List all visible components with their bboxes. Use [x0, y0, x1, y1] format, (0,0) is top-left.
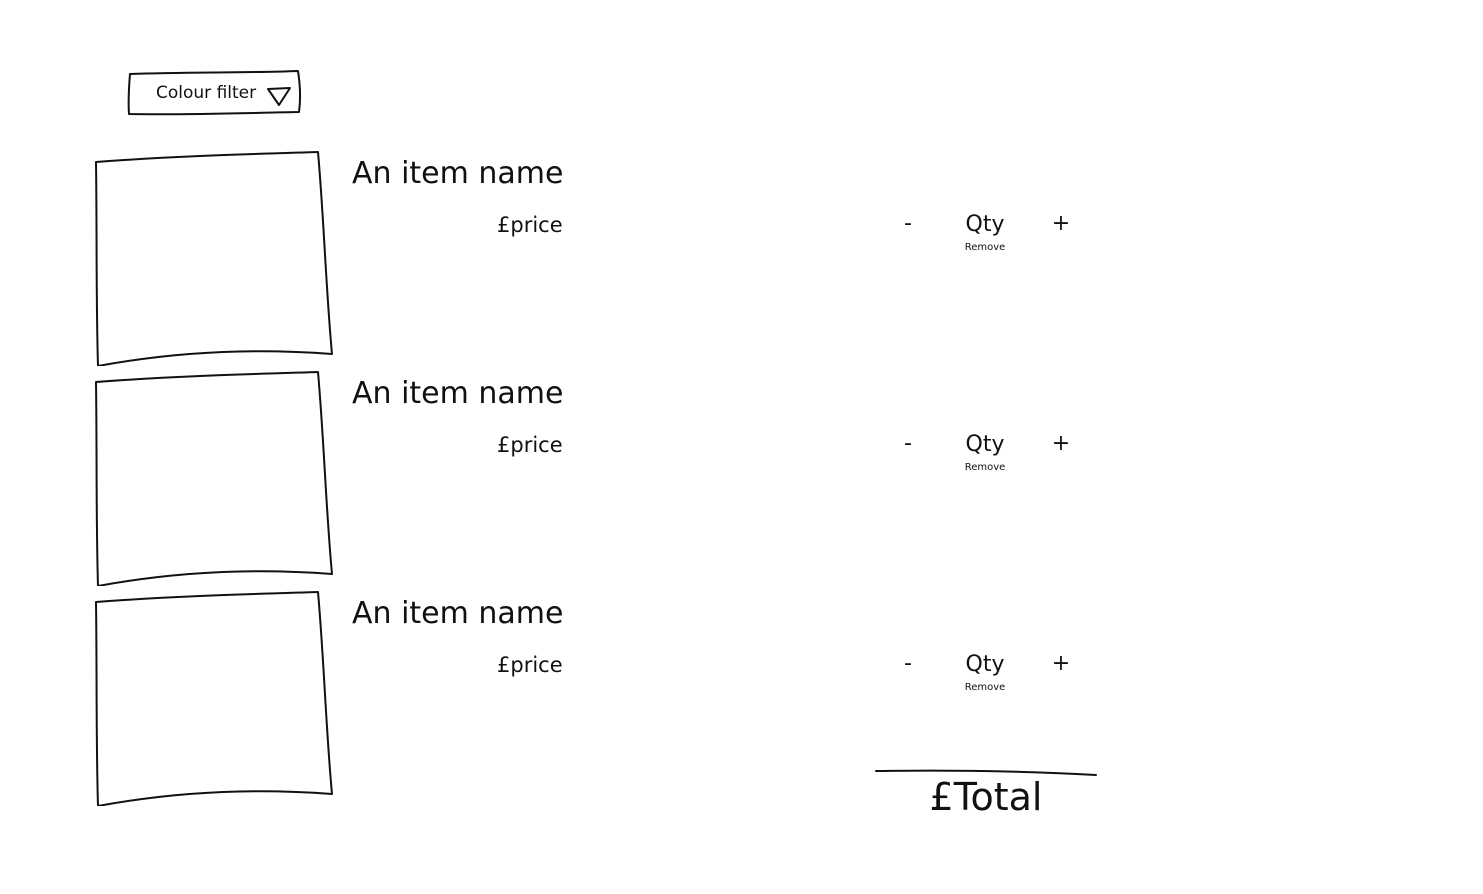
- item-image-placeholder: [95, 371, 333, 586]
- remove-item-link[interactable]: Remove: [964, 242, 1006, 253]
- triangle-down-icon: [267, 87, 291, 106]
- decrease-qty-button[interactable]: -: [896, 430, 920, 458]
- decrease-qty-button[interactable]: -: [896, 650, 920, 678]
- colour-filter-dropdown[interactable]: Colour filter: [126, 70, 302, 116]
- item-price: £price: [497, 433, 563, 457]
- item-image-placeholder: [95, 591, 333, 806]
- item-price: £price: [497, 653, 563, 677]
- colour-filter-border: [127, 70, 302, 116]
- increase-qty-button[interactable]: +: [1049, 430, 1073, 458]
- increase-qty-button[interactable]: +: [1049, 650, 1073, 678]
- qty-value: Qty: [965, 652, 1005, 677]
- increase-qty-button[interactable]: +: [1049, 210, 1073, 238]
- cart-item-row: An item name £price - Qty + Remove: [0, 370, 1483, 590]
- cart-item-row: An item name £price - Qty + Remove: [0, 150, 1483, 370]
- colour-filter-label: Colour filter: [156, 83, 257, 103]
- cart-total: £Total: [929, 775, 1043, 819]
- remove-item-link[interactable]: Remove: [964, 462, 1006, 473]
- qty-value: Qty: [965, 432, 1005, 457]
- cart-item-row: An item name £price - Qty + Remove: [0, 590, 1483, 810]
- remove-item-link[interactable]: Remove: [964, 682, 1006, 693]
- total-divider: [875, 769, 1097, 776]
- item-name: An item name: [352, 596, 564, 631]
- item-image-placeholder: [95, 151, 333, 366]
- qty-value: Qty: [965, 212, 1005, 237]
- item-name: An item name: [352, 376, 564, 411]
- item-name: An item name: [352, 156, 564, 191]
- decrease-qty-button[interactable]: -: [896, 210, 920, 238]
- item-price: £price: [497, 213, 563, 237]
